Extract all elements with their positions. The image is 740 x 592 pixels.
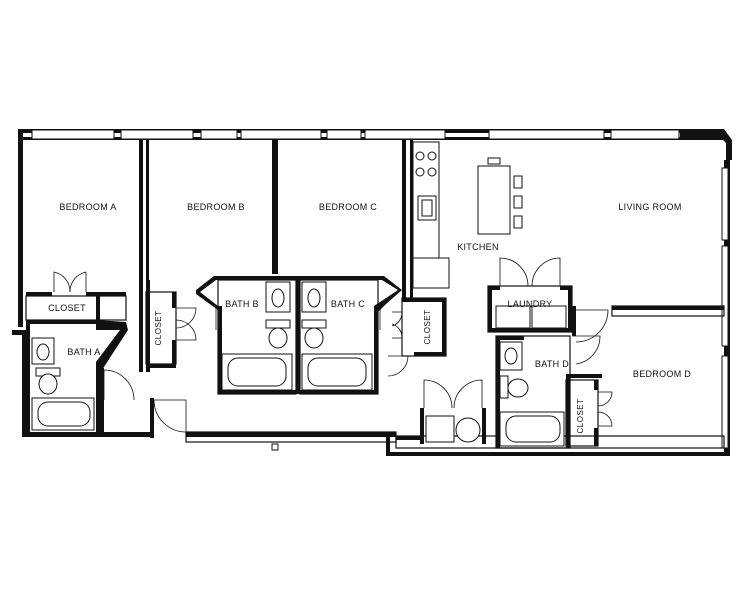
label-bedroom-b: BEDROOM B <box>187 202 245 212</box>
fixtures <box>31 151 567 447</box>
interior-walls <box>25 140 725 449</box>
label-living-room: LIVING ROOM <box>618 202 681 212</box>
label-bath-b: BATH B <box>225 299 259 309</box>
label-closet-b: CLOSET <box>154 310 163 345</box>
label-closet-c: CLOSET <box>423 309 432 344</box>
exterior-walls <box>12 129 732 456</box>
doors <box>53 257 613 433</box>
label-bath-a: BATH A <box>67 347 100 357</box>
label-laundry: LAUNDRY <box>508 299 553 309</box>
label-bedroom-c: BEDROOM C <box>319 202 377 212</box>
label-bedroom-d: BEDROOM D <box>633 369 691 379</box>
label-kitchen: KITCHEN <box>457 242 499 252</box>
label-closet-d: CLOSET <box>576 398 585 433</box>
label-bedroom-a: BEDROOM A <box>59 202 116 212</box>
room-labels: BEDROOM A BEDROOM B BEDROOM C LIVING ROO… <box>48 202 691 434</box>
label-bath-d: BATH D <box>535 359 569 369</box>
label-closet-a: CLOSET <box>48 303 86 313</box>
label-bath-c: BATH C <box>331 299 365 309</box>
